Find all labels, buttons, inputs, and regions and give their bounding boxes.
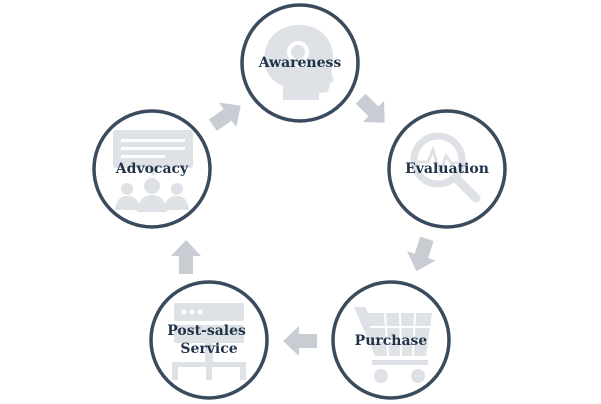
- stage-awareness: Awareness: [240, 3, 360, 123]
- flow-arrow-postsales-advocacy: [171, 240, 201, 274]
- stage-post-sales: Post-sales Service: [149, 280, 269, 400]
- stage-label: Advocacy: [115, 161, 189, 177]
- shopping-cart-icon: [354, 307, 432, 383]
- stage-label: Awareness: [258, 55, 342, 71]
- flow-arrow-evaluation-purchase: [407, 236, 436, 272]
- stage-label: Purchase: [355, 333, 428, 349]
- stage-advocacy: Advocacy: [92, 109, 212, 229]
- stage-label: Evaluation: [405, 161, 489, 177]
- flow-arrow-purchase-postsales: [283, 326, 317, 356]
- flow-arrow-advocacy-awareness: [208, 102, 241, 131]
- chat-people-icon: [113, 130, 193, 212]
- magnifier-chart-icon: [410, 132, 481, 203]
- stage-purchase: Purchase: [331, 280, 451, 400]
- stage-evaluation: Evaluation: [387, 109, 507, 229]
- head-lightbulb-icon: [264, 24, 334, 100]
- flow-arrow-awareness-evaluation: [355, 93, 385, 123]
- stage-label: Post-sales Service: [167, 323, 251, 357]
- server-network-icon: [172, 303, 246, 380]
